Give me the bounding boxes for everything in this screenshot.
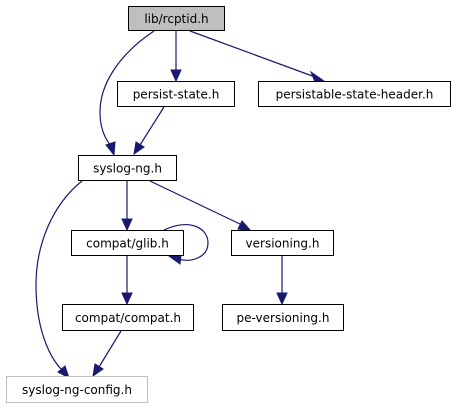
edge-rcptid-to-persistable-state-header bbox=[189, 30, 326, 83]
node-persist-state[interactable]: persist-state.h bbox=[117, 81, 235, 107]
nodes: lib/rcptid.h persist-state.h persistable… bbox=[6, 6, 451, 403]
node-label: lib/rcptid.h bbox=[144, 12, 208, 26]
node-pe-versioning[interactable]: pe-versioning.h bbox=[222, 304, 344, 331]
node-label: pe-versioning.h bbox=[237, 311, 330, 325]
edge-versioning-to-pe-versioning bbox=[276, 256, 288, 306]
edge-syslog-ng-to-syslog-ng-config bbox=[35, 180, 83, 380]
edge-syslog-ng-to-versioning bbox=[149, 180, 253, 232]
node-syslog-ng-config[interactable]: syslog-ng-config.h bbox=[6, 376, 148, 403]
edge-rcptid-to-syslog-ng bbox=[99, 30, 155, 157]
node-label: persistable-state-header.h bbox=[276, 88, 434, 102]
node-label: versioning.h bbox=[246, 237, 320, 251]
node-compat-glib[interactable]: compat/glib.h bbox=[71, 230, 184, 256]
node-label: syslog-ng-config.h bbox=[22, 383, 132, 397]
node-label: compat/glib.h bbox=[86, 237, 169, 251]
node-label: persist-state.h bbox=[133, 88, 220, 102]
edge-rcptid-to-persist-state bbox=[170, 31, 182, 83]
node-compat-compat[interactable]: compat/compat.h bbox=[62, 304, 194, 331]
node-syslog-ng[interactable]: syslog-ng.h bbox=[78, 155, 177, 181]
node-persistable-state-header[interactable]: persistable-state-header.h bbox=[258, 81, 451, 107]
edge-compat-compat-to-syslog-ng-config bbox=[92, 330, 122, 378]
node-label: syslog-ng.h bbox=[93, 162, 162, 176]
edge-persist-state-to-syslog-ng bbox=[133, 106, 165, 156]
node-versioning[interactable]: versioning.h bbox=[231, 230, 334, 256]
node-lib-rcptid[interactable]: lib/rcptid.h bbox=[128, 6, 225, 31]
edge-compat-glib-to-compat-compat bbox=[121, 256, 133, 306]
edge-syslog-ng-to-compat-glib bbox=[121, 181, 133, 232]
edges bbox=[35, 30, 326, 380]
node-label: compat/compat.h bbox=[75, 311, 181, 325]
